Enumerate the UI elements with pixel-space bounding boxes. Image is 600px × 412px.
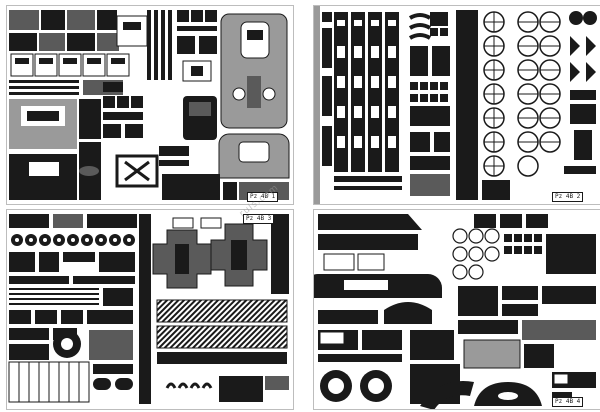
parts-sheet-2: Pz 4B 2 <box>313 5 600 205</box>
parts-sheet-1: Pz 4B 1 <box>6 5 294 205</box>
sheet-3-label: Pz 4B 3 <box>243 214 275 224</box>
parts-sheet-2-artwork <box>314 6 597 204</box>
parts-sheet-4: Pz 4B 4 <box>313 209 600 410</box>
parts-sheet-4-artwork <box>314 214 596 409</box>
parts-sheet-3-artwork <box>8 214 289 404</box>
parts-sheet-3: Pz 4B 3 <box>6 209 294 410</box>
sheet-1-label: Pz 4B 1 <box>247 192 279 202</box>
parts-sheet-1-artwork <box>9 10 290 200</box>
sheet-2-label: Pz 4B 2 <box>552 192 584 202</box>
sheet-4-label: Pz 4B 4 <box>552 397 584 407</box>
